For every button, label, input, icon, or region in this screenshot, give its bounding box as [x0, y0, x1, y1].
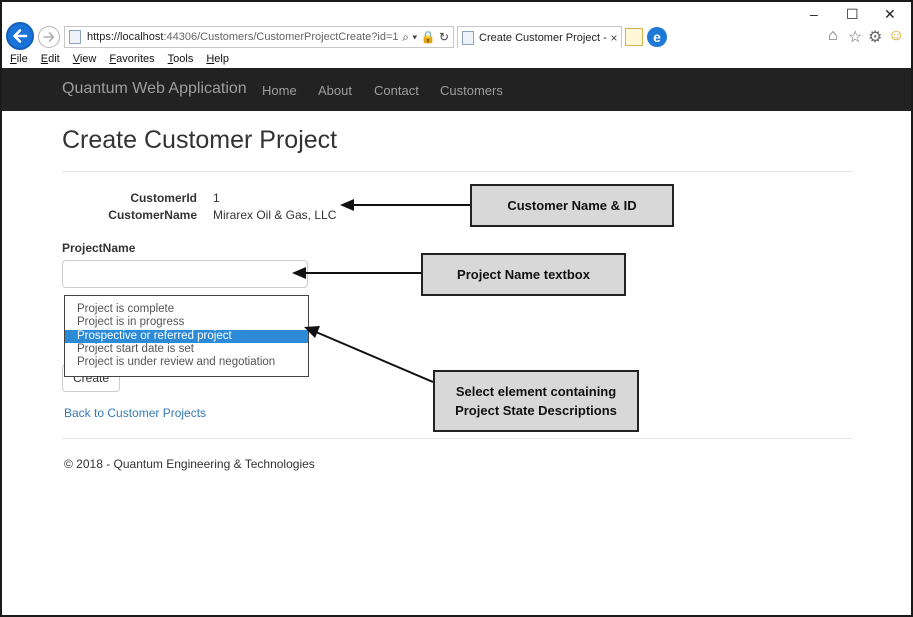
smiley-icon[interactable]: ☺: [888, 27, 905, 44]
callout-select-element: Select element containing Project State …: [433, 370, 639, 432]
select-option[interactable]: Project is complete: [77, 303, 175, 315]
nav-contact[interactable]: Contact: [374, 83, 419, 98]
select-option[interactable]: Project start date is set: [77, 342, 194, 355]
customer-id-label: CustomerId: [130, 191, 197, 205]
maximize-icon[interactable]: ☐: [846, 6, 859, 22]
window-close-icon[interactable]: ✕: [884, 6, 896, 22]
menu-file[interactable]: File: [10, 53, 28, 65]
page-icon: [69, 30, 81, 44]
menu-view[interactable]: View: [72, 53, 97, 65]
browser-chrome: https://localhost:44306/Customers/Custom…: [2, 2, 911, 50]
callout-select-line2: Project State Descriptions: [455, 403, 617, 418]
title-divider: [62, 171, 852, 172]
arrow-customer-head: [340, 199, 354, 211]
browser-tab[interactable]: Create Customer Project - ... ×: [457, 26, 622, 48]
menu-help[interactable]: Help: [206, 53, 229, 65]
navbar-brand[interactable]: Quantum Web Application: [62, 80, 247, 97]
callout-customer-name-id: Customer Name & ID: [470, 184, 674, 227]
nav-home[interactable]: Home: [262, 83, 297, 98]
footer-divider: [62, 438, 852, 439]
gear-icon[interactable]: ⚙: [868, 29, 883, 46]
tab-page-icon: [462, 30, 474, 45]
tab-close-icon[interactable]: ×: [610, 30, 618, 45]
menu-tools[interactable]: Tools: [167, 53, 194, 65]
new-tab-icon[interactable]: [625, 28, 643, 46]
customer-name-label: CustomerName: [108, 208, 197, 222]
nav-customers[interactable]: Customers: [440, 83, 503, 98]
arrow-select: [315, 331, 434, 383]
back-arrow-icon[interactable]: [6, 22, 34, 50]
favorites-star-icon[interactable]: ☆: [848, 29, 863, 46]
address-url: https://localhost:44306/Customers/Custom…: [87, 31, 402, 43]
callout-project-name-textbox: Project Name textbox: [421, 253, 626, 296]
forward-arrow-icon[interactable]: [38, 26, 60, 48]
customer-id-value: 1: [213, 191, 220, 205]
home-icon[interactable]: ⌂: [828, 27, 838, 44]
address-tools[interactable]: ⌕ ▾ 🔒 ↻: [402, 29, 449, 44]
menu-favorites[interactable]: Favorites: [109, 53, 155, 65]
navbar: Quantum Web Application Home About Conta…: [2, 68, 911, 111]
address-bar[interactable]: https://localhost:44306/Customers/Custom…: [64, 26, 454, 48]
select-option[interactable]: Project is in progress: [77, 316, 185, 329]
callout-textbox-text: Project Name textbox: [457, 267, 590, 282]
page-title: Create Customer Project: [62, 126, 338, 154]
url-host: https://localhost: [87, 31, 164, 43]
back-to-projects-link[interactable]: Back to Customer Projects: [64, 406, 207, 420]
project-state-select[interactable]: Project is complete Project is in progre…: [64, 295, 309, 377]
project-name-input[interactable]: [62, 260, 308, 288]
edge-icon[interactable]: e: [647, 27, 667, 47]
callout-customer-text: Customer Name & ID: [507, 198, 637, 213]
callout-select-line1: Select element containing: [455, 384, 617, 399]
menu-bar: File Edit View Favorites Tools Help: [2, 50, 911, 68]
url-path: :44306/Customers/CustomerProjectCreate?i…: [163, 31, 399, 43]
customer-name-value: Mirarex Oil & Gas, LLC: [213, 208, 337, 222]
project-name-label: ProjectName: [62, 241, 136, 255]
select-option[interactable]: Project is under review and negotiation: [77, 356, 276, 369]
select-option-selected[interactable]: Prospective or referred project: [65, 329, 308, 343]
nav-about[interactable]: About: [318, 83, 352, 98]
tab-title: Create Customer Project - ...: [479, 31, 607, 44]
footer-text: © 2018 - Quantum Engineering & Technolog…: [64, 457, 315, 471]
menu-edit[interactable]: Edit: [40, 53, 60, 65]
minimize-icon[interactable]: –: [810, 6, 818, 22]
